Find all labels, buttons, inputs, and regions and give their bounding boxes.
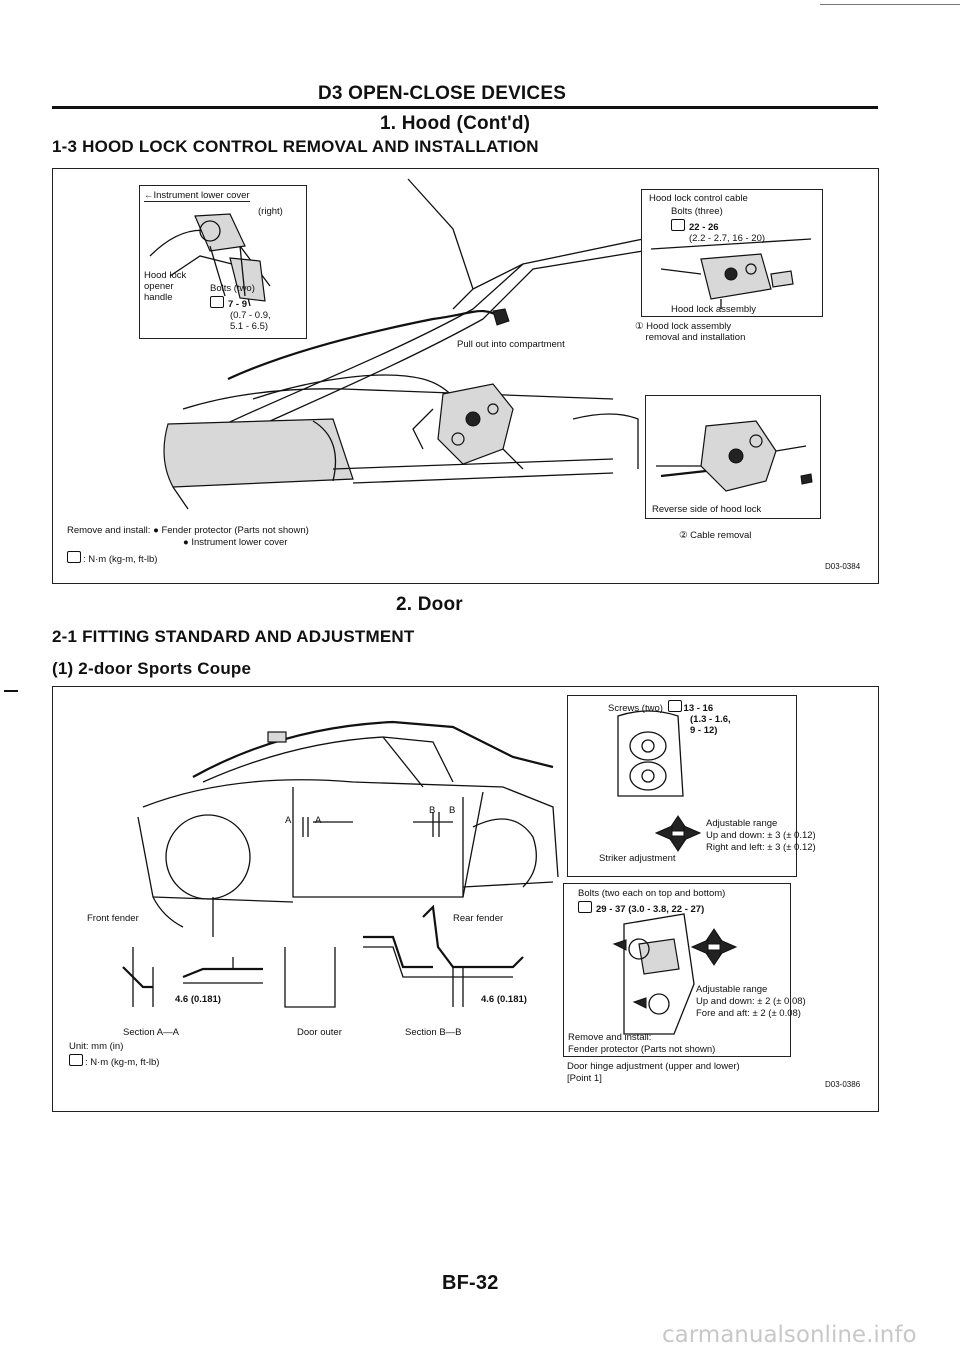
header-rule [52, 106, 878, 109]
label-door-outer: Door outer [297, 1027, 342, 1038]
torque-icon [210, 296, 224, 308]
label-torque-right: 22 - 26 [671, 219, 719, 233]
hood-lock-mechanism [412, 383, 524, 470]
label-unit: Unit: mm (in) [69, 1041, 124, 1052]
label-bolts-three: Bolts (three) [671, 206, 723, 217]
section-title: 1-3 HOOD LOCK CONTROL REMOVAL AND INSTAL… [52, 137, 539, 156]
label-a-right: A [315, 815, 322, 826]
torque-icon [667, 700, 682, 712]
torque-icon [69, 1054, 83, 1066]
label-section-b: Section B—B [405, 1027, 462, 1038]
door-title: 2. Door [396, 594, 463, 615]
top-right-mark [820, 4, 960, 5]
torque-icon [67, 551, 81, 563]
caption-hinge-adjustment: Door hinge adjustment (upper and lower) [567, 1061, 740, 1072]
section-b-sketch [363, 904, 524, 1007]
label-hinge-range: Adjustable range [696, 984, 768, 995]
label-dim-a: 4.6 (0.181) [175, 994, 221, 1005]
label-pull-out: Pull out into compartment [457, 339, 565, 350]
label-torque-left-alt: (0.7 - 0.9, 5.1 - 6.5) [230, 310, 271, 332]
note-instrument-cover: ● Instrument lower cover [183, 537, 288, 548]
label-screws-two: Screws (two) 13 - 16 [608, 700, 713, 714]
figure-code-1: D03-0384 [825, 562, 861, 571]
label-b-right: B [449, 805, 456, 816]
section-a-sketch [122, 947, 263, 1007]
figure-code-2: D03-0386 [825, 1080, 861, 1089]
subtitle: 1. Hood (Cont'd) [380, 113, 531, 134]
label-hood-lock-assembly: Hood lock assembly [671, 304, 757, 315]
label-hinge-fender: Fender protector (Parts not shown) [568, 1044, 716, 1055]
margin-dash [4, 690, 18, 692]
label-hinge-bolts: Bolts (two each on top and bottom) [578, 888, 726, 899]
label-hood-lock-control-cable: Hood lock control cable [649, 193, 748, 204]
label-bolts-two: Bolts (two) [210, 283, 255, 294]
label-hinge-updown: Up and down: ± 2 (± 0.08) [696, 996, 806, 1007]
chapter-title: D3 OPEN-CLOSE DEVICES [318, 83, 567, 104]
label-hinge-remove: Remove and install: [568, 1032, 652, 1043]
note-torque-unit: : N·m (kg-m, ft-lb) [67, 551, 157, 565]
note-remove-install: Remove and install: ● Fender protector (… [67, 525, 309, 536]
label-striker-rightleft: Right and left: ± 3 (± 0.12) [706, 842, 816, 853]
label-striker-updown: Up and down: ± 3 (± 0.12) [706, 830, 816, 841]
label-a-left: A [285, 815, 292, 826]
inset-instrument-cover: ←Instrument lower cover (right) Hood loc… [139, 185, 307, 339]
caption-striker-adjustment: Striker adjustment [599, 853, 676, 864]
label-torque-unit-2: : N·m (kg-m, ft-lb) [69, 1054, 159, 1068]
door-outer-leader [284, 947, 336, 1008]
label-reverse-side: Reverse side of hood lock [652, 504, 762, 515]
label-hood-lock-opener-handle: Hood lock opener handle [144, 270, 187, 303]
caption-cable-removal: ② Cable removal [679, 530, 752, 541]
watermark: carmanualsonline.info [662, 1322, 917, 1348]
caption-hinge-point: [Point 1] [567, 1073, 602, 1084]
label-torque-left: 7 - 9 [210, 296, 247, 310]
label-instrument-cover: ←Instrument lower cover [144, 190, 250, 202]
inset-cable-removal: Reverse side of hood lock [645, 395, 821, 519]
page-number: BF-32 [442, 1272, 499, 1294]
hood-lock-figure: ←Instrument lower cover (right) Hood loc… [52, 168, 879, 584]
hood-vehicle-sketch [163, 178, 644, 510]
inset-door-hinge: Bolts (two each on top and bottom) 29 - … [563, 883, 806, 1057]
label-striker-range: Adjustable range [706, 818, 778, 829]
label-torque-right-alt: (2.2 - 2.7, 16 - 20) [689, 233, 766, 244]
caption-hood-lock-removal: ① Hood lock assembly removal and install… [635, 321, 746, 343]
inset-hood-lock-assembly: Hood lock control cable Bolts (three) 22… [635, 189, 823, 343]
label-b-left: B [429, 805, 436, 816]
door-figure: A A B B Front fender 4.6 (0.181) Section… [52, 686, 879, 1112]
label-section-a: Section A—A [123, 1027, 179, 1038]
door-subsection: (1) 2-door Sports Coupe [52, 659, 252, 678]
label-right: (right) [258, 206, 283, 217]
torque-icon [671, 219, 685, 231]
label-dim-b: 4.6 (0.181) [481, 994, 527, 1005]
label-front-fender: Front fender [87, 913, 139, 924]
inset-striker: Screws (two) 13 - 16 (1.3 - 1.6, 9 - 12)… [567, 695, 816, 877]
door-section-title: 2-1 FITTING STANDARD AND ADJUSTMENT [52, 627, 415, 646]
label-rear-fender: Rear fender [453, 913, 504, 924]
coupe-car-sketch [137, 720, 559, 937]
torque-icon [578, 901, 592, 913]
label-hinge-torque: 29 - 37 (3.0 - 3.8, 22 - 27) [578, 901, 704, 915]
label-striker-torque-alt: (1.3 - 1.6, 9 - 12) [690, 714, 731, 736]
label-hinge-foreaft: Fore and aft: ± 2 (± 0.08) [696, 1008, 801, 1019]
